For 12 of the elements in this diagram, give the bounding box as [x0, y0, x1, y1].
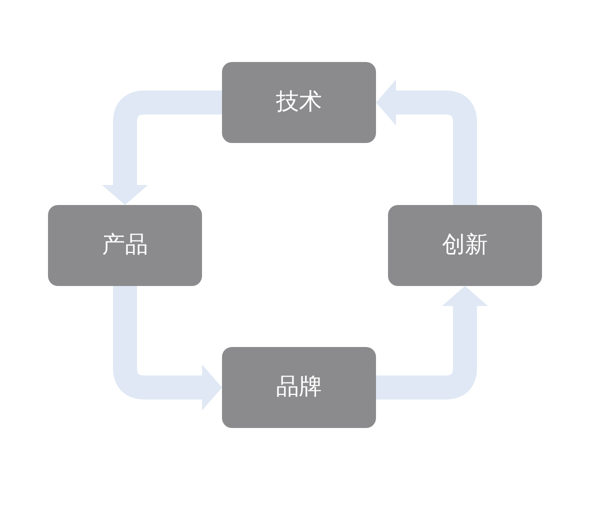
arrow — [376, 286, 488, 400]
arrow — [102, 90, 222, 205]
node-label: 创新 — [442, 232, 488, 260]
process-box — [222, 347, 376, 428]
node-label: 产品 — [102, 232, 148, 260]
node-label: 品牌 — [276, 374, 322, 402]
process-box — [388, 205, 542, 286]
process-box — [48, 205, 202, 286]
arrow — [376, 80, 477, 205]
process-box — [222, 62, 376, 143]
arrow — [113, 286, 222, 410]
node-label: 技术 — [276, 88, 322, 116]
